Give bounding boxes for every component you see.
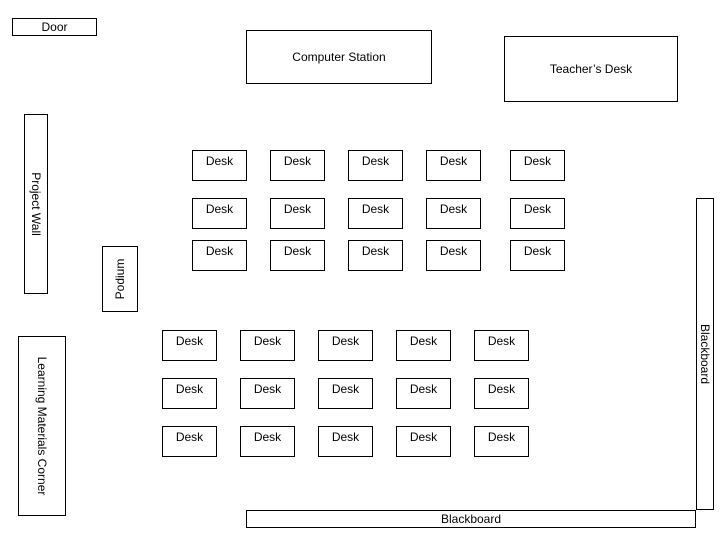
desk-label: Desk (331, 382, 360, 396)
desk-label: Desk (409, 382, 438, 396)
desk-label: Desk (409, 334, 438, 348)
door: Door (12, 18, 97, 36)
desk-label: Desk (331, 430, 360, 444)
desk: Desk (474, 378, 529, 409)
desk-label: Desk (253, 430, 282, 444)
blackboard-bottom-label: Blackboard (440, 512, 502, 526)
desk-label: Desk (205, 244, 234, 258)
desk-label: Desk (523, 244, 552, 258)
desk-label: Desk (439, 244, 468, 258)
project-wall-label: Project Wall (29, 172, 43, 236)
door-label: Door (41, 20, 68, 34)
desk: Desk (162, 330, 217, 361)
desk-label: Desk (439, 202, 468, 216)
desk: Desk (474, 330, 529, 361)
desk-label: Desk (175, 334, 204, 348)
desk-label: Desk (487, 334, 516, 348)
desk: Desk (270, 150, 325, 181)
desk-label: Desk (361, 154, 390, 168)
project-wall: Project Wall (24, 114, 48, 294)
desk: Desk (270, 240, 325, 271)
desk: Desk (474, 426, 529, 457)
desk-label: Desk (205, 154, 234, 168)
computer-station-label: Computer Station (292, 50, 386, 64)
desk: Desk (162, 378, 217, 409)
desk: Desk (192, 240, 247, 271)
desk: Desk (318, 378, 373, 409)
desk-label: Desk (487, 382, 516, 396)
desk: Desk (192, 198, 247, 229)
learning-materials-corner-label: Learning Materials Corner (35, 356, 49, 496)
podium: Podium (102, 246, 138, 312)
desk-label: Desk (361, 202, 390, 216)
learning-materials-corner: Learning Materials Corner (18, 336, 66, 516)
blackboard-right-label: Blackboard (698, 323, 712, 385)
desk: Desk (396, 330, 451, 361)
blackboard-right: Blackboard (696, 198, 714, 510)
desk: Desk (240, 330, 295, 361)
computer-station: Computer Station (246, 30, 432, 84)
desk-label: Desk (523, 202, 552, 216)
teachers-desk-label: Teacher’s Desk (549, 62, 633, 76)
desk: Desk (240, 378, 295, 409)
desk: Desk (348, 198, 403, 229)
desk-label: Desk (253, 334, 282, 348)
desk-label: Desk (283, 244, 312, 258)
desk-label: Desk (409, 430, 438, 444)
desk: Desk (318, 426, 373, 457)
blackboard-bottom: Blackboard (246, 510, 696, 528)
desk: Desk (396, 426, 451, 457)
desk-label: Desk (283, 202, 312, 216)
desk-label: Desk (331, 334, 360, 348)
desk: Desk (162, 426, 217, 457)
desk-label: Desk (487, 430, 516, 444)
desk: Desk (396, 378, 451, 409)
desk-label: Desk (175, 382, 204, 396)
desk: Desk (318, 330, 373, 361)
desk: Desk (270, 198, 325, 229)
desk: Desk (426, 198, 481, 229)
podium-label: Podium (113, 258, 127, 300)
desk-label: Desk (283, 154, 312, 168)
desk-label: Desk (205, 202, 234, 216)
desk-label: Desk (361, 244, 390, 258)
desk: Desk (426, 240, 481, 271)
teachers-desk: Teacher’s Desk (504, 36, 678, 102)
desk: Desk (192, 150, 247, 181)
desk: Desk (510, 150, 565, 181)
desk-label: Desk (439, 154, 468, 168)
desk: Desk (510, 240, 565, 271)
desk: Desk (426, 150, 481, 181)
desk-label: Desk (175, 430, 204, 444)
desk-label: Desk (523, 154, 552, 168)
desk-label: Desk (253, 382, 282, 396)
desk: Desk (348, 240, 403, 271)
desk: Desk (510, 198, 565, 229)
desk: Desk (348, 150, 403, 181)
desk: Desk (240, 426, 295, 457)
